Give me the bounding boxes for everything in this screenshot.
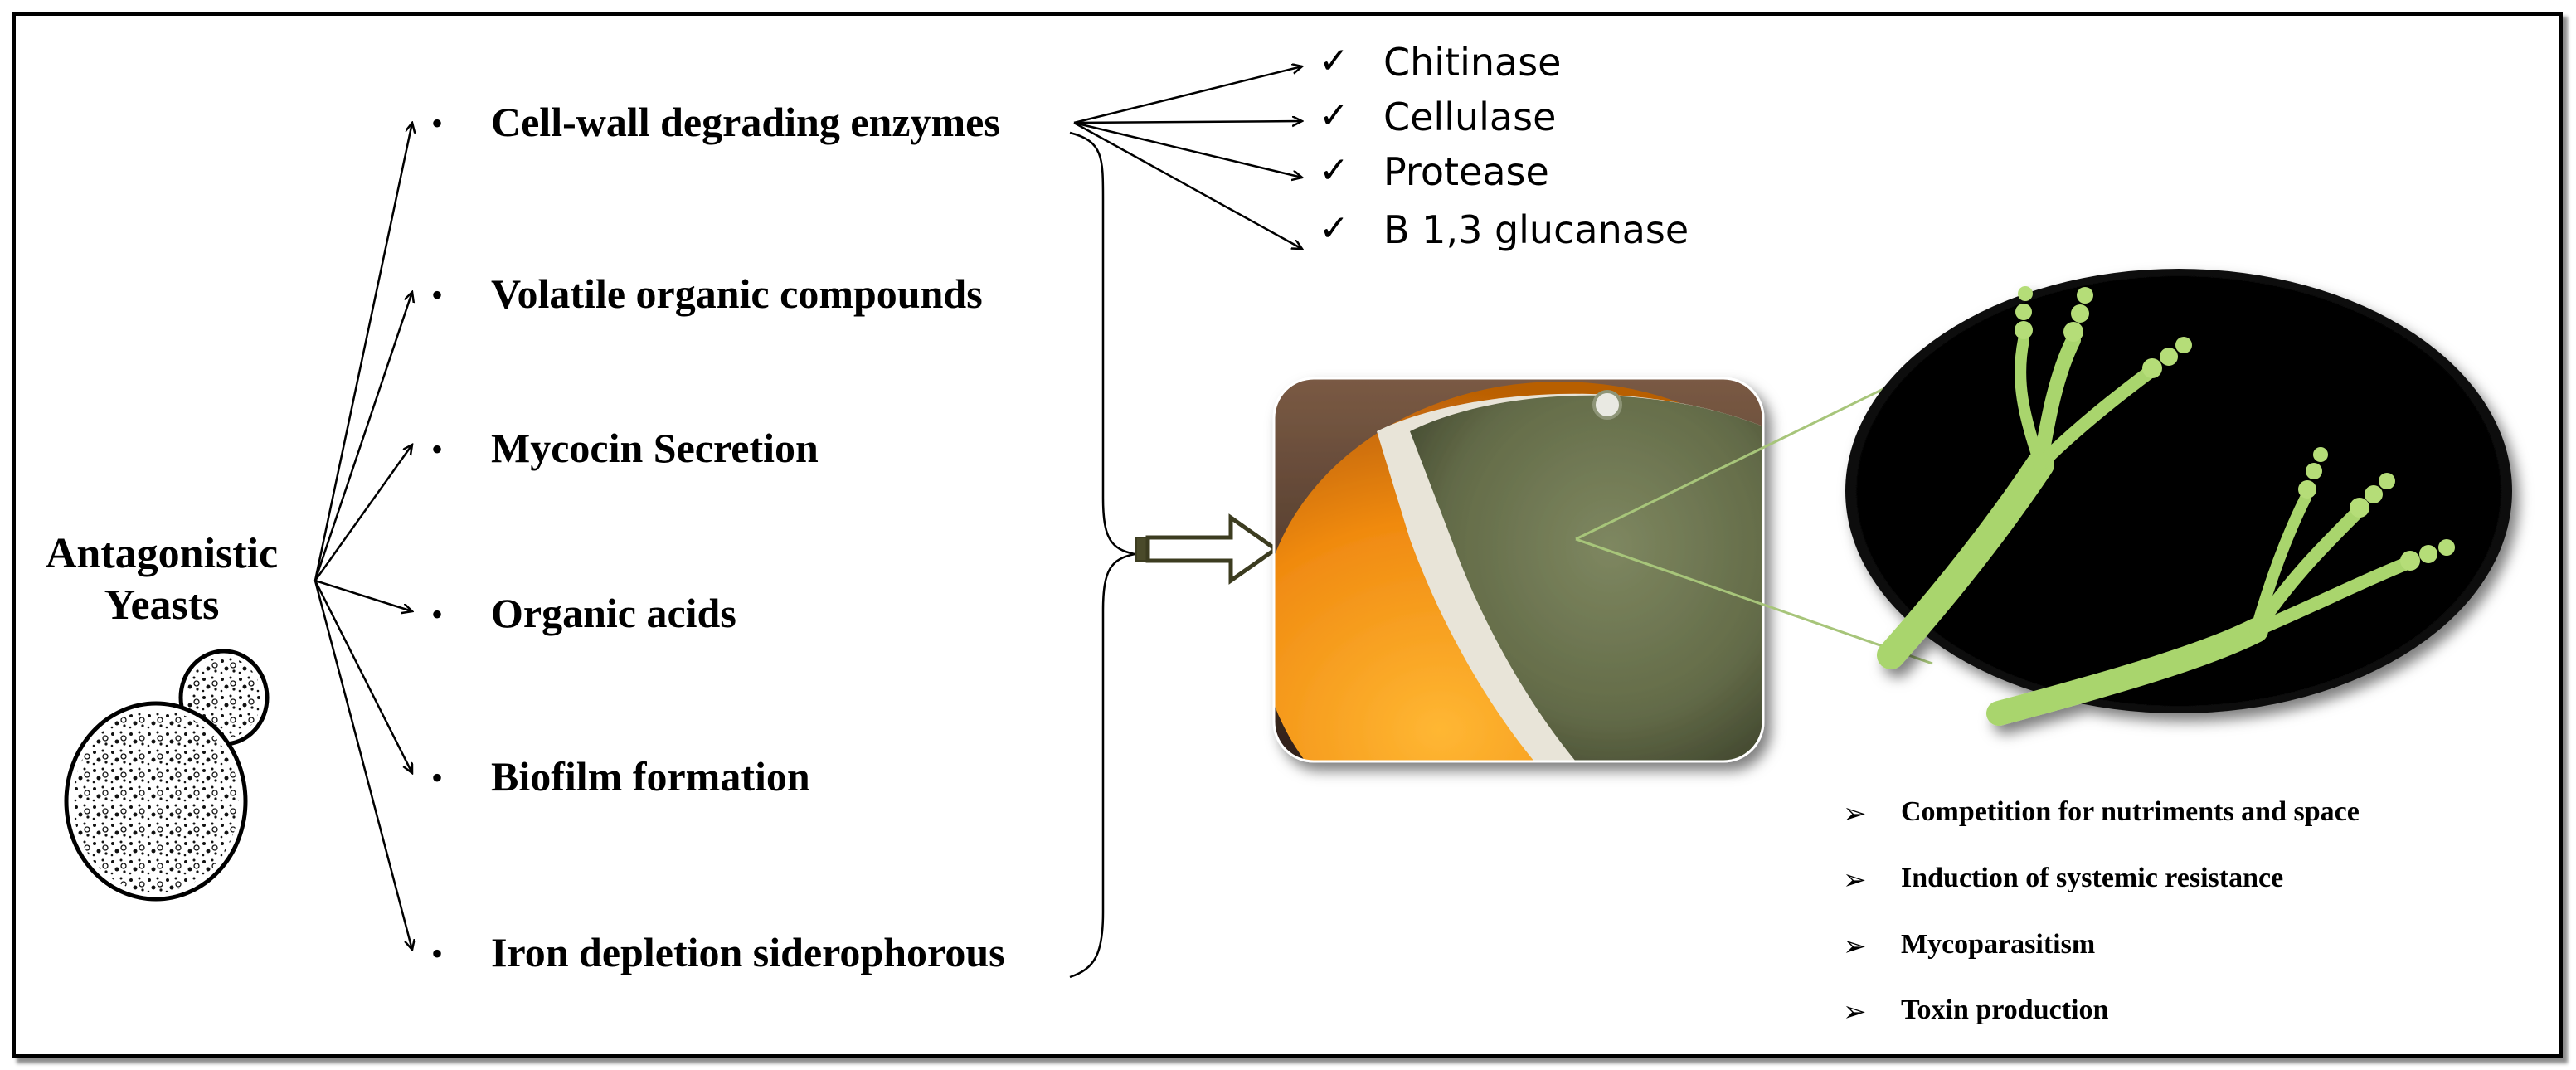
arrowhead-bullet-icon: ➢: [1843, 797, 1867, 830]
enzyme-item: Chitinase: [1383, 40, 1562, 85]
enzyme-arrows: [1073, 66, 1302, 249]
yeast-label-line-1: Antagonistic: [45, 530, 279, 577]
triangle-pointer-icon: [1135, 513, 1280, 585]
moldy-orange-photo: [1272, 377, 1765, 763]
mechanism-item: Organic acids: [491, 590, 736, 636]
check-icon: ✓: [1319, 40, 1349, 82]
yeast-arrows: [313, 123, 412, 950]
arrowhead-bullet-icon: ➢: [1843, 930, 1867, 963]
other-mechanism-item: Competition for nutriments and space: [1901, 796, 2360, 827]
arrow-to-mechanism-6: [313, 580, 412, 950]
enzyme-item: Protease: [1383, 149, 1549, 194]
other-mechanism-item: Mycoparasitism: [1901, 929, 2096, 960]
arrow-to-enzyme-2: [1073, 121, 1302, 123]
arrow-to-mechanism-1: [313, 123, 412, 581]
check-icon: ✓: [1319, 207, 1349, 250]
mechanism-item: Biofilm formation: [491, 753, 810, 800]
other-mechanism-item: Induction of systemic resistance: [1901, 863, 2284, 893]
zoom-lines: [1575, 363, 1933, 665]
bullet-icon: •: [431, 105, 444, 142]
bullet-icon: •: [431, 759, 444, 796]
mechanism-item: Mycocin Secretion: [491, 425, 819, 471]
bullet-icon: •: [431, 430, 444, 468]
arrow-to-mechanism-3: [313, 445, 412, 581]
enzyme-item: Cellulase: [1383, 95, 1557, 139]
arrow-to-mechanism-5: [313, 580, 412, 773]
mechanism-item: Iron depletion siderophorous: [491, 929, 1005, 975]
yeast-cell-illustration: [64, 649, 270, 902]
penicillium-microscopy-oval: [1845, 269, 2512, 726]
bullet-icon: •: [431, 935, 444, 972]
yeast-label-line-2: Yeasts: [104, 581, 220, 629]
arrowhead-bullet-icon: ➢: [1843, 863, 1867, 897]
other-mechanism-item: Toxin production: [1901, 995, 2109, 1025]
yeast-label: Antagonistic Yeasts: [33, 528, 290, 631]
mechanism-item: Cell-wall degrading enzymes: [491, 99, 1000, 145]
mechanism-item: Volatile organic compounds: [491, 270, 983, 317]
arrow-to-mechanism-4: [314, 579, 412, 611]
bullet-icon: •: [431, 276, 444, 314]
bullet-icon: •: [431, 596, 444, 633]
arrowhead-bullet-icon: ➢: [1843, 995, 1867, 1029]
check-icon: ✓: [1319, 95, 1349, 137]
enzyme-item: B 1,3 glucanase: [1383, 207, 1689, 252]
arrow-to-enzyme-3: [1073, 121, 1302, 178]
grouping-brace: [1069, 131, 1135, 979]
arrow-to-enzyme-4: [1073, 121, 1302, 249]
check-icon: ✓: [1319, 149, 1349, 192]
arrow-to-mechanism-2: [313, 292, 412, 581]
arrow-to-enzyme-1: [1073, 66, 1302, 124]
